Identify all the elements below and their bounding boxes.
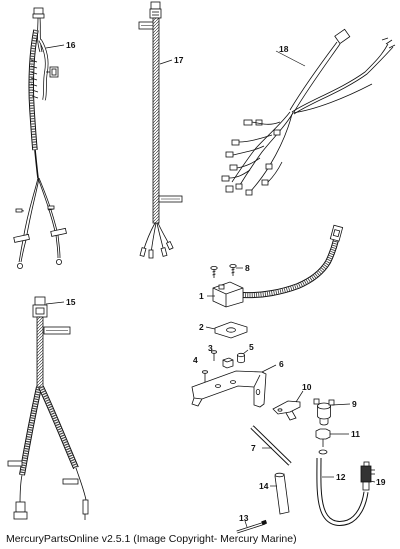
callout-19: 19: [376, 477, 386, 487]
part-4-screw[interactable]: [201, 370, 208, 382]
callout-18: 18: [279, 44, 289, 54]
part-2-gasket[interactable]: [214, 321, 248, 339]
part-3-screw[interactable]: [210, 350, 217, 361]
leader-13: [244, 520, 248, 528]
leader-2: [205, 326, 216, 330]
callout-11: 11: [351, 429, 360, 439]
leader-18: [275, 50, 306, 67]
callout-9: 9: [352, 399, 357, 409]
callout-10: 10: [302, 382, 312, 392]
leader-6: [261, 364, 277, 373]
callout-12: 12: [336, 472, 346, 482]
callout-1: 1: [199, 291, 204, 301]
part-15-wiring-harness[interactable]: [7, 296, 89, 520]
callout-15: 15: [66, 297, 76, 307]
callout-14: 14: [259, 481, 269, 491]
copyright-footer: MercuryPartsOnline v2.5.1 (Image Copyrig…: [6, 533, 297, 545]
callout-13: 13: [239, 513, 249, 523]
part-12-hose[interactable]: [316, 457, 369, 526]
callout-17: 17: [174, 55, 184, 65]
callout-3: 3: [208, 343, 213, 353]
part-14-hose[interactable]: [274, 472, 290, 515]
part-17-wiring-harness[interactable]: [138, 1, 183, 259]
part-9-sender[interactable]: [313, 398, 335, 426]
callout-6: 6: [279, 359, 284, 369]
leader-17: [159, 59, 173, 65]
callout-2: 2: [199, 322, 204, 332]
part-18-engine-harness[interactable]: [221, 28, 396, 196]
part-8-screws[interactable]: [210, 263, 237, 278]
part-11-fitting[interactable]: [315, 428, 331, 455]
part-13-tie-strap[interactable]: [236, 519, 268, 534]
callout-8: 8: [245, 263, 250, 273]
callout-5: 5: [249, 342, 254, 352]
leader-10: [295, 390, 304, 403]
leader-19: [369, 480, 376, 483]
part-3-spacer[interactable]: [222, 357, 234, 369]
leader-16: [45, 44, 65, 49]
callout-7: 7: [251, 443, 256, 453]
leader-15: [45, 301, 65, 305]
callout-4: 4: [193, 355, 198, 365]
part-16-wiring-harness[interactable]: [13, 7, 67, 269]
part-10-clip[interactable]: [272, 400, 301, 421]
part-1-sensor-harness[interactable]: [212, 224, 344, 308]
part-5-spacer[interactable]: [237, 349, 249, 364]
callout-16: 16: [66, 40, 76, 50]
part-7-tubing[interactable]: [250, 425, 292, 466]
part-19-connector[interactable]: [360, 461, 375, 491]
leader-9: [331, 403, 351, 406]
part-6-mounting-bracket[interactable]: [191, 370, 267, 408]
